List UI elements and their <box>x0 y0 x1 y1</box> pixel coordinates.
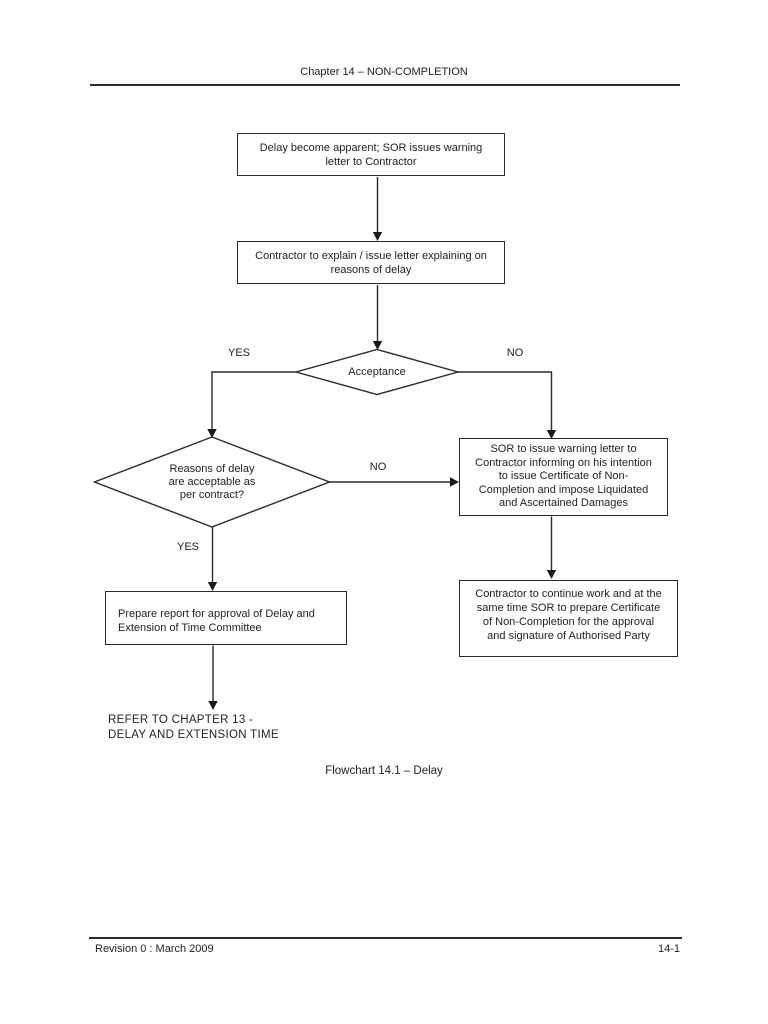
arrowhead-into-continue <box>546 570 557 579</box>
arrowhead-into-explain <box>372 232 383 241</box>
node-line: same time SOR to prepare Certificate <box>476 602 661 614</box>
arrowhead-into-acceptance <box>372 341 383 350</box>
page-header-title: Chapter 14 – NON-COMPLETION <box>300 66 468 78</box>
arrowhead-into-reasons <box>207 429 217 438</box>
node-line: Extension of Time Committee <box>118 621 262 634</box>
connector-acceptance-no <box>458 371 553 430</box>
connector-acceptance-yes <box>211 371 296 429</box>
arrowhead-into-refer <box>208 701 218 710</box>
node-refer-text: REFER TO CHAPTER 13 - DELAY AND EXTENSIO… <box>108 713 279 743</box>
label-acceptance-no: NO <box>506 347 524 359</box>
node-line: Delay become apparent; SOR issues warnin… <box>259 141 483 154</box>
label-reasons-yes: YES <box>176 541 199 553</box>
header-rule <box>90 84 680 86</box>
node-line: and signature of Authorised Party <box>487 630 650 642</box>
node-line: Completion and impose Liquidated <box>478 483 649 496</box>
node-line: and Ascertained Damages <box>498 497 629 510</box>
node-line: DELAY AND EXTENSION TIME <box>108 729 279 741</box>
node-line: Contractor to continue work and at the <box>475 588 662 600</box>
flowchart-caption: Flowchart 14.1 – Delay <box>325 765 443 777</box>
node-sor-warning-box: SOR to issue warning letter to Contracto… <box>459 438 668 516</box>
footer-page-number: 14-1 <box>657 943 680 955</box>
node-line: of Non-Completion for the approval <box>482 616 655 628</box>
footer-rule <box>89 937 682 939</box>
node-line: Contractor to explain / issue letter exp… <box>255 249 487 262</box>
node-line: per contract? <box>179 488 245 501</box>
node-start-box: Delay become apparent; SOR issues warnin… <box>237 133 505 176</box>
arrowhead-into-sor-warning <box>546 430 557 439</box>
diamond-acceptance-shape <box>293 348 461 396</box>
arrowhead-into-report <box>207 582 218 591</box>
label-acceptance-yes: YES <box>227 347 250 359</box>
node-line: Prepare report for approval of Delay and <box>118 607 315 620</box>
node-line: are acceptable as <box>168 475 256 488</box>
node-continue-work-box: Contractor to continue work and at the s… <box>459 580 678 657</box>
node-line: Contractor informing on his intention <box>475 456 652 469</box>
node-reasons-diamond: Reasons of delay are acceptable as per c… <box>112 440 312 524</box>
label-reasons-no: NO <box>369 461 387 473</box>
node-line: SOR to issue warning letter to <box>490 443 637 456</box>
node-line: letter to Contractor <box>325 155 417 168</box>
node-line: reasons of delay <box>330 263 412 276</box>
node-line: Reasons of delay <box>169 462 255 475</box>
node-acceptance-diamond: Acceptance <box>296 350 458 394</box>
node-line: Acceptance <box>348 365 406 378</box>
node-prepare-report-box: Prepare report for approval of Delay and… <box>105 591 347 645</box>
footer-revision: Revision 0 : March 2009 <box>95 943 214 955</box>
node-explain-box: Contractor to explain / issue letter exp… <box>237 241 505 284</box>
node-line: REFER TO CHAPTER 13 - <box>108 714 254 726</box>
node-line: to issue Certificate of Non- <box>498 470 629 483</box>
arrowhead-into-sor-warning-left <box>450 477 459 487</box>
